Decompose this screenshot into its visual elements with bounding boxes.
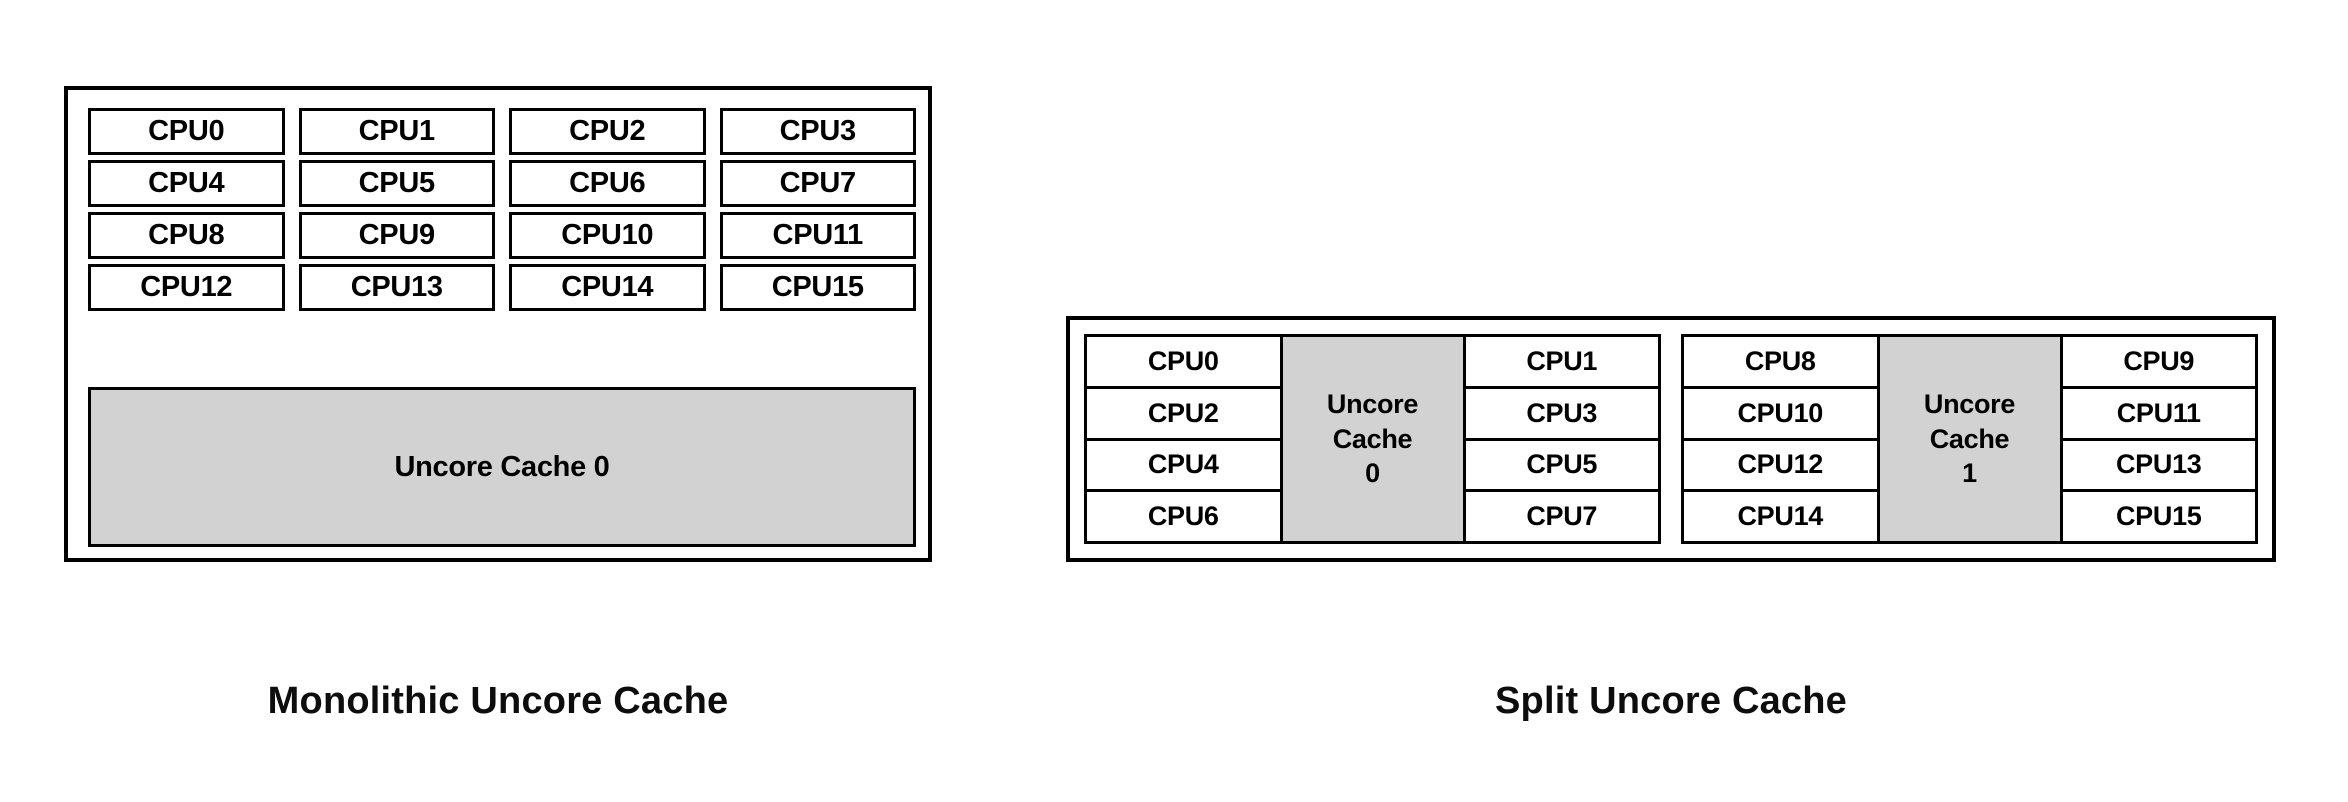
- cpu-box[interactable]: CPU15: [719, 264, 916, 311]
- cpu-box[interactable]: CPU0: [1087, 337, 1280, 389]
- uncore-cache-box-1[interactable]: Uncore Cache 1: [1876, 337, 2063, 541]
- cpu-box[interactable]: CPU9: [2062, 337, 2255, 389]
- cpu-box[interactable]: CPU3: [1465, 388, 1658, 441]
- cpu-box[interactable]: CPU5: [298, 160, 495, 207]
- cpu-box[interactable]: CPU11: [719, 212, 916, 259]
- cpu-box[interactable]: CPU4: [1087, 440, 1280, 493]
- cpu-box[interactable]: CPU2: [509, 108, 706, 155]
- cpu-box[interactable]: CPU1: [298, 108, 495, 155]
- cpu-box[interactable]: CPU14: [509, 264, 706, 311]
- cpu-box[interactable]: CPU8: [1684, 337, 1877, 389]
- cluster-0-right-cpu-column: CPU1 CPU3 CPU5 CPU7: [1465, 337, 1658, 541]
- cache-label-line-1: Uncore: [1923, 389, 2016, 420]
- cache-label-line-2: Cache: [1929, 423, 2010, 454]
- cache-label-line-1: Uncore: [1326, 389, 1419, 420]
- cpu-box[interactable]: CPU13: [298, 264, 495, 311]
- cpu-box[interactable]: CPU7: [1465, 492, 1658, 541]
- cluster-1-right-cpu-column: CPU9 CPU11 CPU13 CPU15: [2062, 337, 2255, 541]
- cpu-box[interactable]: CPU14: [1684, 492, 1877, 541]
- monolithic-figure-caption: Monolithic Uncore Cache: [267, 680, 729, 722]
- split-cluster-row: CPU0 CPU2 CPU4 CPU6 Uncore Cache 0 CPU1 …: [1084, 334, 2258, 544]
- monolithic-package-frame: CPU0 CPU1 CPU2 CPU3 CPU4 CPU5 CPU6 CPU7 …: [64, 86, 932, 562]
- cpu-box[interactable]: CPU3: [719, 108, 916, 155]
- cpu-box[interactable]: CPU2: [1087, 388, 1280, 441]
- cpu-box[interactable]: CPU7: [719, 160, 916, 207]
- cpu-box[interactable]: CPU13: [2062, 440, 2255, 493]
- cpu-box[interactable]: CPU12: [88, 264, 285, 311]
- cpu-box[interactable]: CPU6: [1087, 492, 1280, 541]
- uncore-cache-box-0[interactable]: Uncore Cache 0: [1279, 337, 1466, 541]
- cluster-1-left-cpu-column: CPU8 CPU10 CPU12 CPU14: [1684, 337, 1877, 541]
- cpu-box[interactable]: CPU12: [1684, 440, 1877, 493]
- cache-label-line-3: 1: [1962, 458, 1977, 489]
- cache-label-line-2: Cache: [1332, 423, 1413, 454]
- cpu-box[interactable]: CPU9: [298, 212, 495, 259]
- cpu-box[interactable]: CPU6: [509, 160, 706, 207]
- cpu-box[interactable]: CPU0: [88, 108, 285, 155]
- cpu-box[interactable]: CPU1: [1465, 337, 1658, 389]
- cache-label-line-3: 0: [1365, 458, 1380, 489]
- cluster-1: CPU8 CPU10 CPU12 CPU14 Uncore Cache 1 CP…: [1681, 334, 2258, 544]
- cpu-box[interactable]: CPU4: [88, 160, 285, 207]
- split-package-frame: CPU0 CPU2 CPU4 CPU6 Uncore Cache 0 CPU1 …: [1066, 316, 2276, 562]
- uncore-cache-box[interactable]: Uncore Cache 0: [88, 387, 916, 547]
- cpu-box[interactable]: CPU10: [1684, 388, 1877, 441]
- cpu-box[interactable]: CPU8: [88, 212, 285, 259]
- cpu-box[interactable]: CPU11: [2062, 388, 2255, 441]
- cluster-0: CPU0 CPU2 CPU4 CPU6 Uncore Cache 0 CPU1 …: [1084, 334, 1661, 544]
- split-figure-caption: Split Uncore Cache: [1494, 680, 1848, 722]
- split-uncore-cache-figure: CPU0 CPU2 CPU4 CPU6 Uncore Cache 0 CPU1 …: [1066, 316, 2276, 562]
- cluster-0-left-cpu-column: CPU0 CPU2 CPU4 CPU6: [1087, 337, 1280, 541]
- cpu-box[interactable]: CPU10: [509, 212, 706, 259]
- cpu-box[interactable]: CPU15: [2062, 492, 2255, 541]
- monolithic-uncore-cache-figure: CPU0 CPU1 CPU2 CPU3 CPU4 CPU5 CPU6 CPU7 …: [64, 86, 932, 562]
- cpu-box[interactable]: CPU5: [1465, 440, 1658, 493]
- monolithic-cpu-grid: CPU0 CPU1 CPU2 CPU3 CPU4 CPU5 CPU6 CPU7 …: [88, 108, 916, 311]
